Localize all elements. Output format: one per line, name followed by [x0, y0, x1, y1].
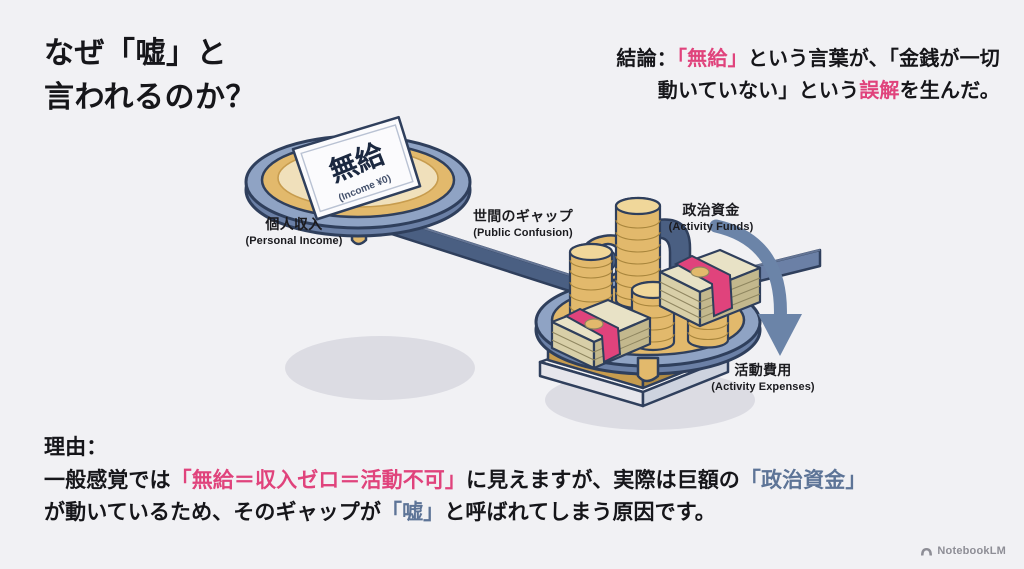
balance-scale-illustration: 無給 (Income ¥0): [180, 100, 860, 430]
reason-line-3-prefix: が動いているため、そのギャップが: [44, 501, 381, 525]
pan-right-activity-funds: [534, 196, 762, 383]
label-activity-expenses-jp: 活動費用: [734, 362, 792, 378]
conclusion-line-2-prefix: 動いていない」という: [657, 79, 860, 102]
reason-heading: 理由：: [44, 436, 108, 459]
conclusion-line-2-suffix: を生んだ。: [899, 79, 1000, 102]
label-personal-income-en: (Personal Income): [245, 235, 343, 247]
label-activity-funds-en: (Activity Funds): [668, 221, 754, 233]
reason-line-3-suffix: と呼ばれてしまう原因です。: [444, 501, 716, 525]
page-title-line-1: なぜ「嘘」と: [44, 37, 227, 70]
page-title: なぜ「嘘」と 言われるのか？: [44, 32, 256, 119]
banknote-bundle-lower: [550, 298, 652, 370]
page-title-line-2: 言われるのか？: [44, 80, 256, 114]
reason-line-3: が動いているため、そのギャップが「嘘」と呼ばれてしまう原因です。: [44, 497, 994, 530]
reason-line-2-pink: 「無給＝収入ゼロ＝活動不可」: [170, 468, 467, 492]
banknote-bundle-upper: [658, 248, 762, 328]
reason-line-2-prefix: 一般感覚では: [44, 468, 171, 492]
conclusion-line-1: 結論：「無給」という言葉が、「金銭が一切: [500, 44, 1000, 76]
notebooklm-watermark: NotebookLM: [920, 545, 1006, 557]
reason-line-2-blue: 「政治資金」: [739, 468, 867, 492]
label-activity-funds: 政治資金 (Activity Funds): [652, 200, 770, 233]
label-personal-income-jp: 個人収入: [265, 216, 323, 232]
coin-stack-tall: [614, 196, 662, 310]
label-public-confusion-en: (Public Confusion): [473, 227, 573, 239]
reason-line-2-mid: に見えますが、実際は巨額の: [466, 468, 740, 492]
pan-left-personal-income: 無給 (Income ¥0): [244, 115, 472, 246]
label-activity-funds-jp: 政治資金: [682, 202, 740, 218]
notebooklm-logo-icon: [921, 547, 933, 555]
label-public-confusion-jp: 世間のギャップ: [472, 208, 574, 224]
conclusion-line-1-prefix: 結論：: [616, 48, 677, 70]
conclusion-line-1-highlight: 「無給」: [676, 48, 748, 70]
label-activity-expenses: 活動費用 (Activity Expenses): [698, 360, 828, 393]
notebooklm-watermark-label: NotebookLM: [937, 545, 1006, 557]
paper-income-zero: 無給 (Income ¥0): [291, 115, 422, 221]
label-personal-income: 個人収入 (Personal Income): [234, 214, 354, 247]
label-public-confusion: 世間のギャップ (Public Confusion): [458, 206, 588, 239]
conclusion-line-1-suffix: という言葉が、「金銭が一切: [747, 48, 1000, 70]
downward-arrow-icon: [709, 219, 802, 356]
label-activity-expenses-en: (Activity Expenses): [711, 381, 815, 393]
conclusion-text: 結論：「無給」という言葉が、「金銭が一切 動いていない」という誤解を生んだ。: [500, 44, 1000, 107]
reason-text: 理由： 一般感覚では「無給＝収入ゼロ＝活動不可」に見えますが、実際は巨額の「政治…: [44, 432, 994, 530]
reason-line-2: 一般感覚では「無給＝収入ゼロ＝活動不可」に見えますが、実際は巨額の「政治資金」: [44, 465, 994, 498]
conclusion-line-2-highlight: 誤解: [859, 79, 900, 102]
reason-line-3-blue: 「嘘」: [380, 501, 445, 525]
shadow-left: [285, 336, 475, 400]
conclusion-line-2: 動いていない」という誤解を生んだ。: [500, 76, 1000, 108]
